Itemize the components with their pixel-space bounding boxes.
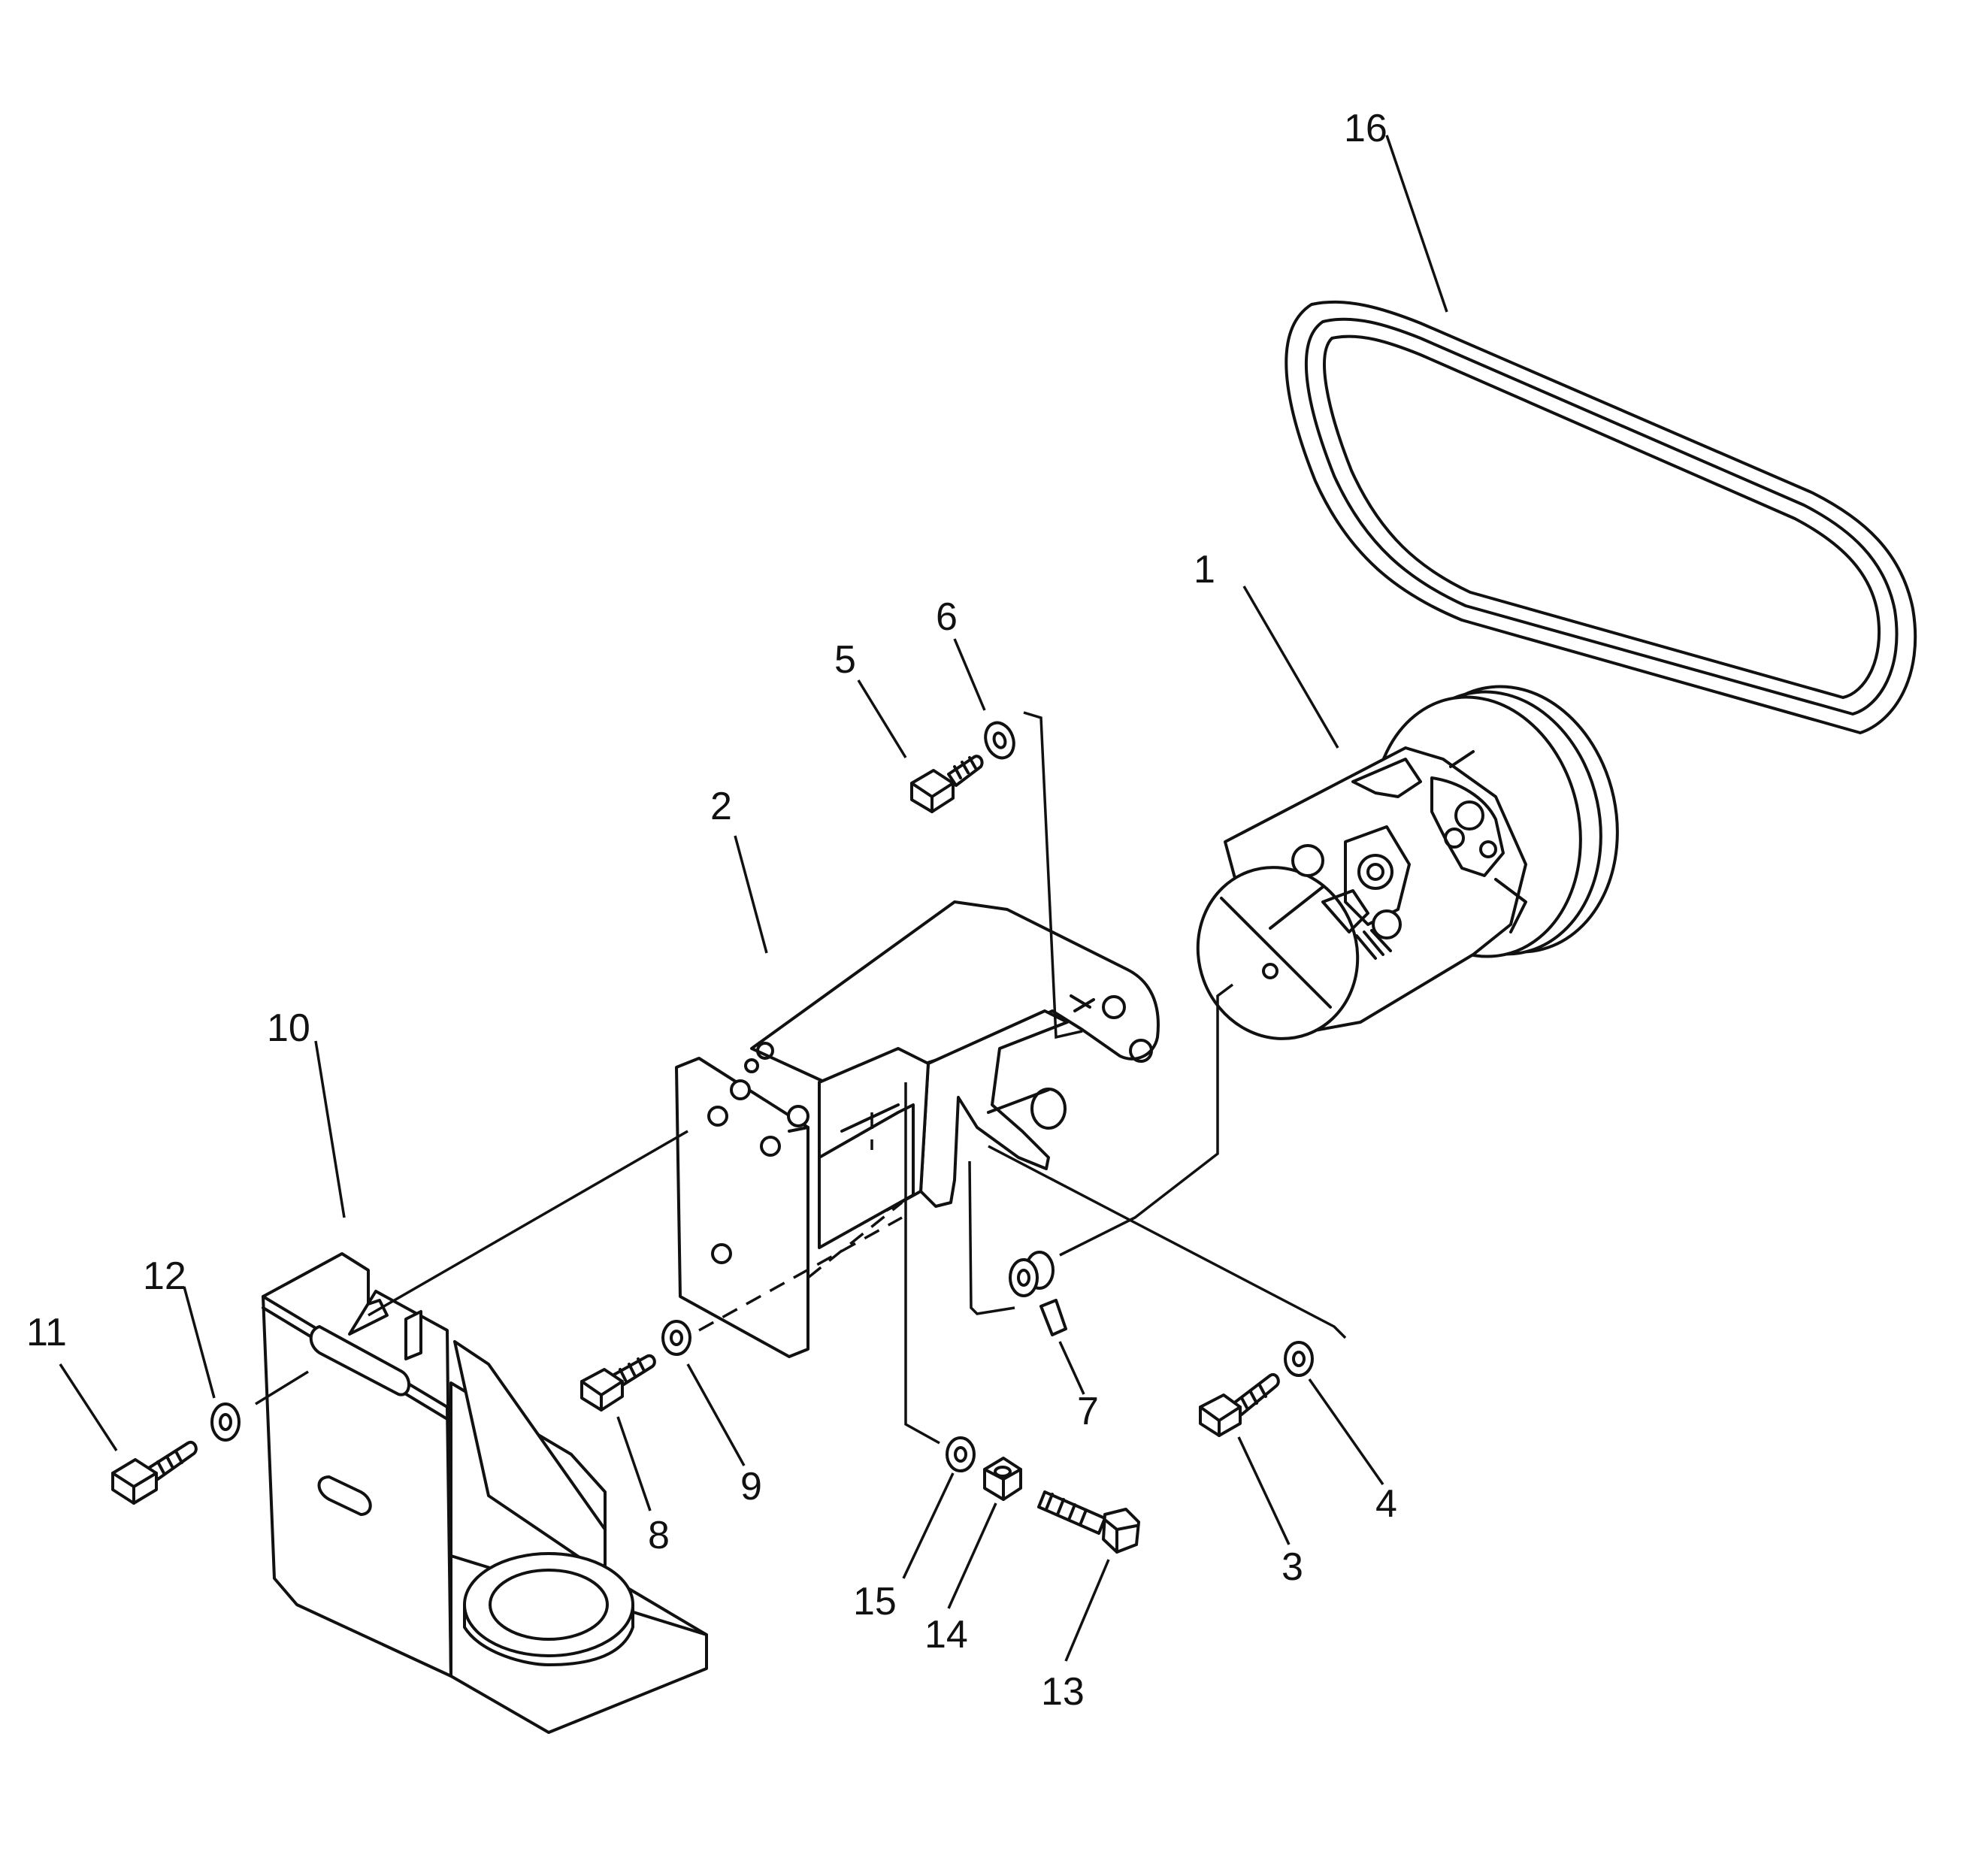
callout-6: 6 [936, 595, 958, 639]
callout-labels: 1 2 3 4 5 6 7 8 9 10 11 12 13 14 15 16 [26, 107, 1397, 1714]
callout-9: 9 [740, 1465, 762, 1508]
lower-bracket [262, 1252, 708, 1734]
assembly-lines [255, 711, 1347, 1445]
callout-4: 4 [1375, 1482, 1397, 1526]
compressor [1196, 685, 1619, 1040]
upper-bracket [675, 900, 1160, 1358]
callout-8: 8 [648, 1514, 670, 1557]
bolt-13 [1037, 1490, 1140, 1554]
callout-7: 7 [1077, 1390, 1099, 1433]
v-belt [1285, 300, 1917, 734]
callout-11: 11 [26, 1311, 67, 1354]
washer-15 [946, 1436, 976, 1472]
washer-9 [661, 1320, 691, 1356]
bolt-3 [1199, 1372, 1280, 1437]
callout-10: 10 [267, 1006, 310, 1050]
bolt-5 [910, 755, 984, 813]
bolt-8 [580, 1354, 656, 1412]
callout-1: 1 [1194, 548, 1215, 592]
callout-15: 15 [853, 1580, 897, 1623]
nut-14 [983, 1457, 1022, 1501]
washer-12 [210, 1402, 241, 1442]
callout-13: 13 [1041, 1670, 1085, 1714]
callout-16: 16 [1344, 107, 1387, 150]
leader-lines [59, 135, 1448, 1662]
washer-4 [1284, 1341, 1314, 1377]
callout-2: 2 [710, 785, 732, 828]
washer-6 [984, 721, 1015, 760]
connector-7 [1009, 1251, 1067, 1336]
bolt-11 [111, 1440, 198, 1505]
callout-14: 14 [924, 1613, 968, 1657]
callout-5: 5 [834, 638, 856, 682]
callout-3: 3 [1282, 1545, 1303, 1589]
callout-12: 12 [143, 1254, 186, 1298]
